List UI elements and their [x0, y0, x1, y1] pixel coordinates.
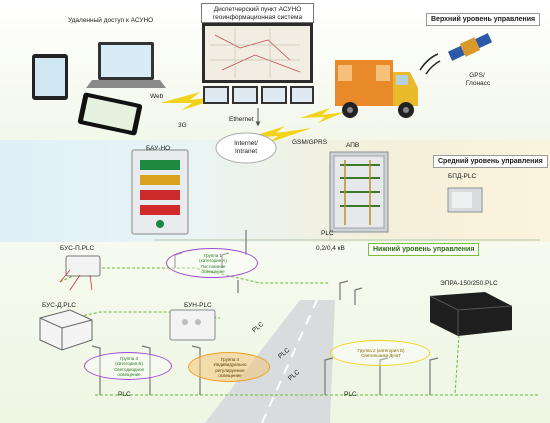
bun-plc-label: БУН-PLC	[184, 302, 212, 309]
glonass-label: Глонасс	[465, 80, 491, 87]
bau-no-device	[131, 149, 189, 235]
bus-p-plc-device	[65, 255, 101, 277]
bun-plc-device	[169, 309, 216, 341]
service-truck	[335, 60, 418, 118]
apv-cabinet	[329, 151, 389, 233]
road	[205, 300, 335, 423]
apv-label: АПВ	[346, 142, 360, 149]
remote-access-label: Удаленный доступ к АСУНО	[68, 17, 154, 24]
plc-main-label: PLC	[321, 230, 334, 237]
bus-d-plc-label: БУС-Д.PLC	[42, 302, 76, 309]
bolt-internet	[248, 126, 312, 143]
web-label: Web	[150, 93, 164, 100]
bpd-plc-label: БПД-PLC	[448, 173, 477, 180]
gsm-gprs-label: GSM/GPRS	[292, 139, 328, 146]
group-3-ellipse: Группа 3 (категория Б) Светодиодное осве…	[84, 352, 172, 380]
voltage-label: 0,2/0,4 кВ	[316, 245, 345, 252]
group-3-text: Группа 3 (категория Б) Светодиодное осве…	[113, 356, 145, 378]
gps-wave-1	[419, 53, 439, 71]
group-1-text: Группа 1 (категория А) Постоянное освеще…	[199, 253, 227, 275]
epra-device	[430, 292, 512, 336]
plc-bottom-left-label: PLC	[118, 391, 131, 398]
group-2-text: Группа 2 (категория Б) Светильники ДНаТ	[357, 348, 405, 359]
internet-cloud	[215, 132, 277, 164]
group-1-ellipse: Группа 1 (категория А) Постоянное освеще…	[166, 248, 258, 278]
mid-level-label: Средний уровень управления	[433, 155, 548, 168]
group-4-text: Группа 4 Индивидуально регулируемое осве…	[213, 357, 247, 379]
dispatch-title-panel: Диспетчерский пункт АСУНО геоинформацион…	[201, 3, 314, 23]
group-4-ellipse: Группа 4 Индивидуально регулируемое осве…	[188, 352, 270, 382]
three-g-label: 3G	[178, 122, 187, 129]
road-marking	[261, 299, 318, 423]
gps-wave-2	[425, 60, 441, 75]
group-2-ellipse: Группа 2 (категория Б) Светильники ДНаТ	[330, 340, 430, 366]
dispatch-title-line1: Диспетчерский пункт АСУНО	[213, 6, 302, 13]
intranet-label: Intranet	[234, 148, 258, 155]
bolt-3g	[160, 92, 230, 110]
plc-bottom-right-label: PLC	[344, 391, 357, 398]
gps-label: GPS/	[469, 72, 485, 79]
bolt-gsm	[300, 108, 345, 123]
top-level-label: Верхний уровень управления	[426, 13, 541, 26]
internet-label: Internet/	[234, 140, 258, 147]
satellite	[447, 33, 493, 61]
bus-d-plc-device	[39, 309, 93, 351]
ethernet-label: Ethernet	[229, 116, 254, 123]
bau-no-label: БАУ-НО	[146, 145, 171, 152]
epra-label: ЭПРА-150/250.PLC	[440, 280, 498, 287]
dispatch-title-line2: геоинформационная система	[212, 14, 303, 21]
bus-p-plc-label: БУС-П.PLC	[60, 245, 95, 252]
low-level-label: Нижний уровень управления	[368, 243, 480, 256]
